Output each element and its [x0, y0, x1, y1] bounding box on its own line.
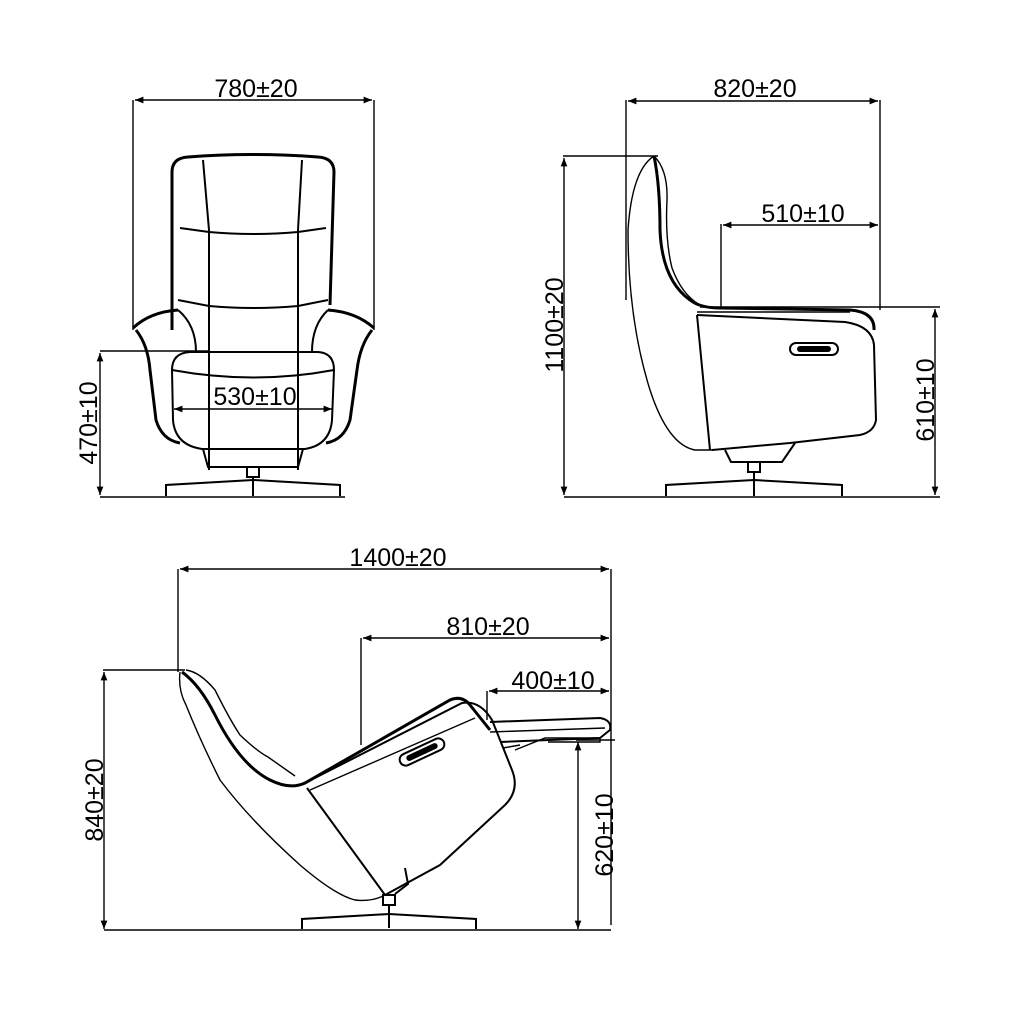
reclined-seat-footrest-label: 810±20 [446, 613, 529, 641]
reclined-length-label: 1400±20 [349, 544, 446, 572]
reclined-height-label: 840±20 [81, 758, 109, 841]
side-view: 820±20 510±10 1100±20 610±10 [541, 75, 940, 498]
side-depth-label: 820±20 [713, 75, 796, 103]
side-height-label: 1100±20 [541, 277, 569, 372]
front-seat-width-label: 530±10 [213, 383, 296, 411]
reclined-footrest-height-label: 620±10 [591, 793, 619, 876]
front-seat-height-label: 470±10 [75, 381, 103, 464]
side-arm-height-label: 610±10 [912, 358, 940, 441]
front-view: 780±20 530±10 470±10 [75, 75, 375, 498]
front-width-label: 780±20 [214, 75, 297, 103]
side-seat-depth-label: 510±10 [761, 200, 844, 228]
reclined-view: 1400±20 810±20 400±10 840±20 620±10 [81, 544, 619, 931]
reclined-footrest-label: 400±10 [511, 667, 594, 695]
